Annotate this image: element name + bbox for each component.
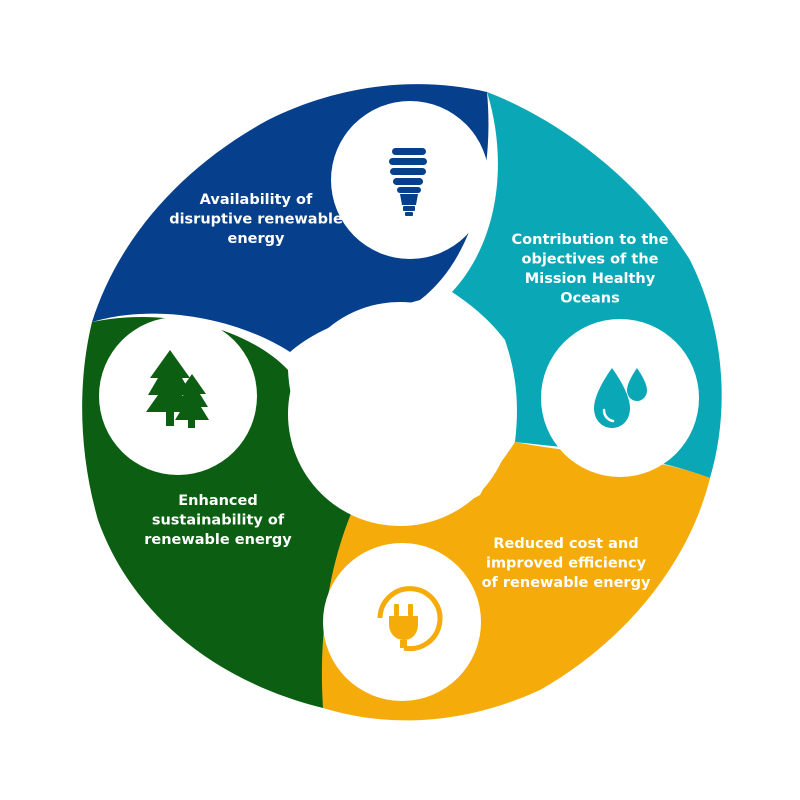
water-drops-icon: [594, 368, 647, 428]
label-blue-line: disruptive renewable: [169, 212, 343, 228]
label-teal-line: Oceans: [560, 291, 620, 307]
label-blue-line: energy: [228, 231, 286, 247]
trees-icon: [146, 350, 209, 428]
label-yellow-line: of renewable energy: [482, 575, 651, 591]
label-green: Enhanced sustainability of renewable energ…: [144, 493, 292, 548]
label-blue-line: Availability of: [200, 192, 313, 208]
label-blue: Availability of disruptive renewable energ…: [169, 192, 343, 247]
label-teal-line: Mission Healthy: [525, 271, 656, 287]
label-teal-line: objectives of the: [521, 252, 658, 268]
power-plug-icon: [377, 586, 443, 652]
label-green-line: Enhanced: [178, 493, 257, 509]
label-green-line: renewable energy: [144, 532, 292, 548]
lightbulb-icon: [389, 148, 427, 216]
center-hole: [288, 302, 512, 526]
label-yellow-line: improved efficiency: [486, 556, 647, 572]
label-green-line: sustainability of: [152, 513, 285, 529]
label-teal-line: Contribution to the: [512, 232, 669, 248]
label-yellow-line: Reduced cost and: [493, 536, 638, 552]
label-yellow: Reduced cost and improved efficiency of re…: [482, 536, 651, 591]
